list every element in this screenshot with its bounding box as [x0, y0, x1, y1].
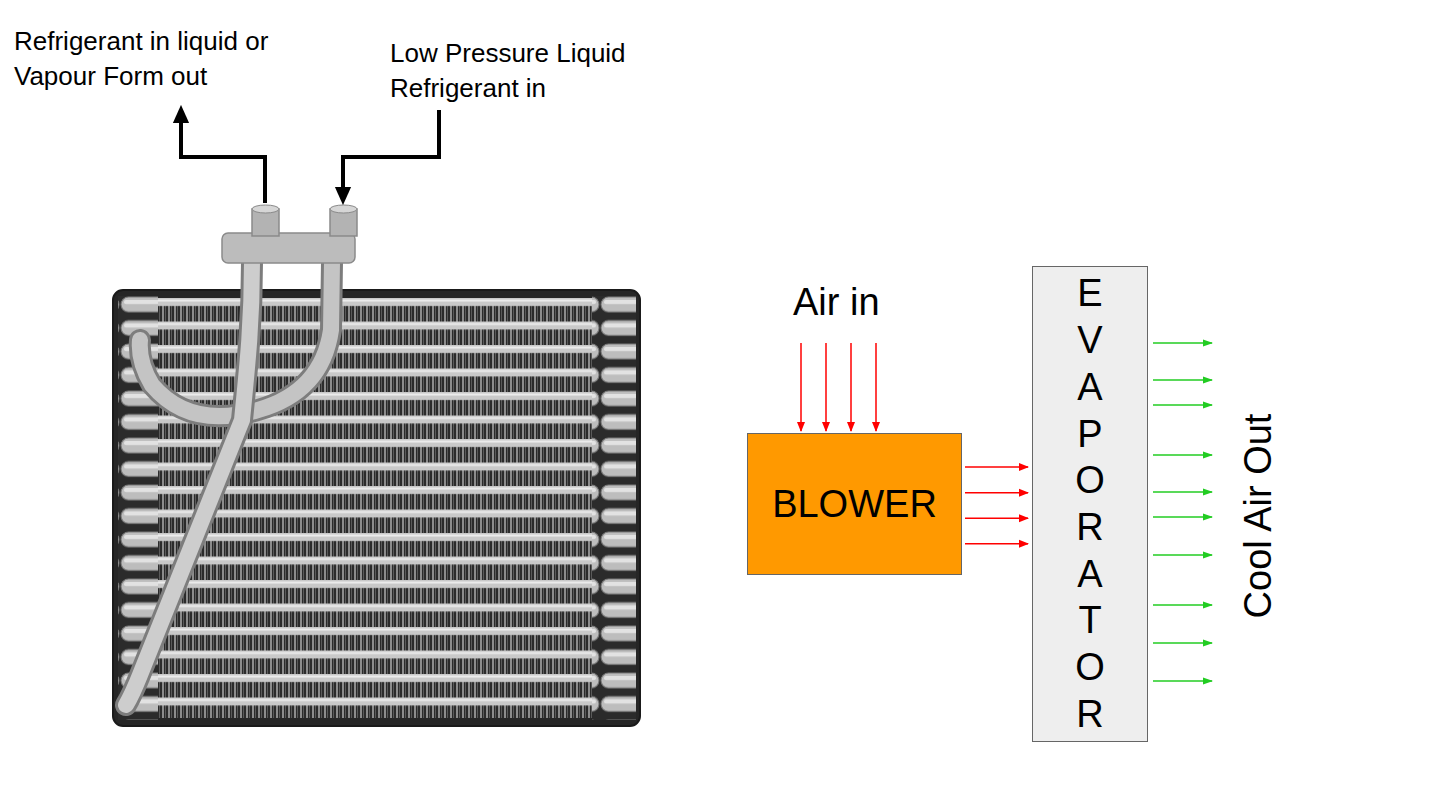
cool-air-arrow: [1153, 642, 1212, 644]
label-text: Low Pressure Liquid Refrigerant in: [390, 36, 680, 106]
right-header: [592, 296, 636, 720]
inlet-fitting-top: [330, 205, 357, 213]
air-arrow: [800, 343, 802, 431]
cool-air-arrow: [1153, 379, 1212, 381]
label-text: Cool Air Out: [1236, 414, 1280, 619]
cool-air-arrow: [1153, 454, 1212, 456]
cool-air-arrow: [1153, 342, 1212, 344]
cool-air-arrow: [1153, 680, 1212, 682]
outlet-leader-arrow: [181, 122, 265, 203]
outlet-fitting-top: [252, 205, 279, 213]
outlet-pipe: [126, 262, 252, 705]
inlet-leader-arrow: [343, 110, 439, 188]
cool-air-arrow: [1153, 404, 1212, 406]
cool-air-arrow: [1153, 554, 1212, 556]
refrigerant-pipes: [126, 262, 332, 705]
node-label: EVAPORATOR: [1071, 270, 1109, 737]
blower-box: BLOWER: [747, 433, 962, 575]
coil-frame: [113, 290, 640, 726]
flange-plate: [222, 233, 355, 263]
label-text: Refrigerant in liquid or Vapour Form out: [14, 24, 334, 94]
outlet-pipe-shadow: [126, 262, 252, 705]
airflow-arrow: [965, 543, 1028, 545]
coil-fins: [155, 298, 593, 718]
label-text: Air in: [793, 280, 880, 324]
cool-air-label: Cool Air Out: [1236, 414, 1280, 619]
air-arrow: [850, 343, 852, 431]
airflow-connector: [965, 467, 1028, 544]
pipe-flange: [222, 205, 357, 263]
connector-layer: [965, 467, 1028, 544]
airflow-arrow: [965, 517, 1028, 519]
cool-air-arrow: [1153, 491, 1212, 493]
airflow-arrow: [965, 492, 1028, 494]
cool-air-arrow: [1153, 516, 1212, 518]
air-arrow: [825, 343, 827, 431]
outlet-callout: Refrigerant in liquid or Vapour Form out: [14, 24, 334, 94]
node-label: BLOWER: [772, 482, 937, 526]
cool-air-arrow: [1153, 604, 1212, 606]
leader-arrows: [181, 110, 439, 203]
air-in-label: Air in: [793, 280, 880, 324]
air-in-arrows: [801, 343, 876, 431]
air-arrow: [875, 343, 877, 431]
evaporator-illustration: [113, 205, 640, 726]
inlet-callout: Low Pressure Liquid Refrigerant in: [390, 36, 680, 106]
evaporator-box: EVAPORATOR: [1032, 266, 1148, 742]
airflow-arrow: [965, 466, 1028, 468]
cool-air-arrows: [1153, 343, 1212, 681]
